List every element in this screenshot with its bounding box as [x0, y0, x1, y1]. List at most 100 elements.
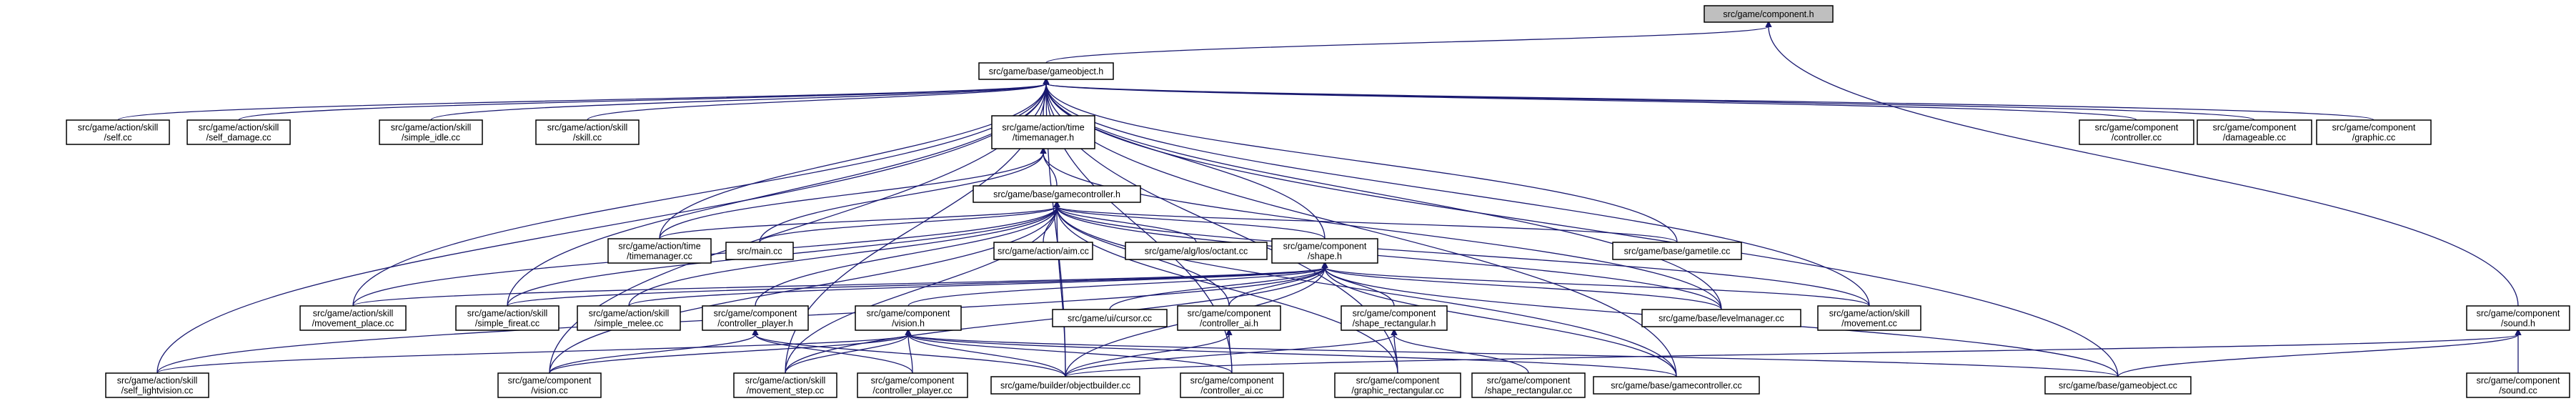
node-label: /simple_fireat.cc — [475, 319, 539, 329]
node-box — [2197, 119, 2312, 145]
edge-gameobject-h-to-gameobject-cc — [1043, 77, 2119, 377]
node-label: /vision.cc — [531, 386, 567, 396]
edge-gamecontroller-h-to-timemanager-cc — [659, 200, 1060, 239]
node-label: src/game/component — [714, 309, 797, 319]
edge-vision-h-to-vision-cc — [549, 328, 912, 374]
node-component-h[interactable]: src/game/component.h — [1704, 5, 1834, 23]
node-shape-rectangular-h[interactable]: src/game/component/shape_rectangular.h — [1341, 305, 1448, 331]
edge-shape-rectangular-h-to-shape-rectangular-cc — [1391, 328, 1529, 374]
node-damageable-cc[interactable]: src/game/component/damageable.cc — [2197, 119, 2312, 145]
node-graphic-rectangular-cc[interactable]: src/game/component/graphic_rectangular.c… — [1334, 372, 1461, 398]
node-label: /movement_step.cc — [747, 386, 824, 396]
node-gameobject-h[interactable]: src/game/base/gameobject.h — [978, 62, 1114, 80]
node-movement-step-cc[interactable]: src/game/action/skill/movement_step.cc — [733, 372, 837, 398]
edge-shape-h-to-shape-rectangular-h — [1321, 261, 1395, 307]
edge-gameobject-h-to-movement-place-cc — [352, 77, 1050, 307]
node-controller-cc[interactable]: src/game/component/controller.cc — [2079, 119, 2194, 145]
node-self-cc[interactable]: src/game/action/skill/self.cc — [66, 119, 170, 145]
node-controller-ai-h[interactable]: src/game/component/controller_ai.h — [1177, 305, 1281, 331]
node-vision-h[interactable]: src/game/component/vision.h — [855, 305, 962, 331]
edge-gamecontroller-h-to-main-cc — [759, 200, 1060, 243]
node-simple-idle-cc[interactable]: src/game/action/skill/simple_idle.cc — [379, 119, 483, 145]
node-label: /self_damage.cc — [206, 133, 271, 143]
node-box — [299, 305, 407, 331]
node-label: src/game/base/gamecontroller.h — [993, 189, 1120, 199]
node-controller-player-h[interactable]: src/game/component/controller_player.h — [702, 305, 809, 331]
node-self-lightvision-cc[interactable]: src/game/action/skill/self_lightvision.c… — [105, 372, 209, 398]
node-levelmanager-cc[interactable]: src/game/base/levelmanager.cc — [1641, 309, 1801, 327]
node-box — [725, 242, 794, 260]
node-label: src/game/base/levelmanager.cc — [1659, 314, 1784, 324]
node-box — [733, 372, 837, 398]
node-box — [1612, 242, 1742, 260]
node-box — [497, 372, 602, 398]
node-main-cc[interactable]: src/main.cc — [725, 242, 794, 260]
edge-gamecontroller-h-to-levelmanager-cc — [1053, 200, 1722, 310]
node-gametile-cc[interactable]: src/game/base/gametile.cc — [1612, 242, 1742, 260]
node-skill-cc[interactable]: src/game/action/skill/skill.cc — [535, 119, 640, 145]
node-label: src/game/alg/los/octant.cc — [1145, 247, 1248, 257]
node-box — [2316, 119, 2432, 145]
node-label: /sound.h — [2501, 319, 2535, 329]
edge-component-h-to-sound-h — [1765, 20, 2519, 307]
node-shape-rectangular-cc[interactable]: src/game/component/shape_rectangular.cc — [1471, 372, 1586, 398]
edge-controller-ai-h-to-objectbuilder-cc — [1065, 328, 1233, 377]
node-label: src/game/ui/cursor.cc — [1068, 314, 1152, 324]
node-sound-cc[interactable]: src/game/component/sound.cc — [2466, 372, 2570, 398]
node-label: src/game/action/skill — [467, 309, 548, 319]
node-controller-player-cc[interactable]: src/game/component/controller_player.cc — [857, 372, 968, 398]
node-gameobject-cc[interactable]: src/game/base/gameobject.cc — [2044, 376, 2192, 395]
edge-timemanager-h-to-levelmanager-cc — [1040, 147, 1722, 310]
edge-shape-h-to-movement-cc — [1321, 261, 1870, 307]
node-label: src/game/action/aim.cc — [998, 247, 1089, 257]
node-label: src/game/component — [2213, 123, 2297, 133]
node-timemanager-h[interactable]: src/game/action/time/timemanager.h — [991, 115, 1095, 149]
node-octant-cc[interactable]: src/game/alg/los/octant.cc — [1125, 242, 1268, 260]
node-box — [2079, 119, 2194, 145]
node-graphic-cc[interactable]: src/game/component/graphic.cc — [2316, 119, 2432, 145]
node-box — [535, 119, 640, 145]
node-self-damage-cc[interactable]: src/game/action/skill/self_damage.cc — [187, 119, 291, 145]
node-label: src/game/action/skill — [391, 123, 472, 133]
node-box — [1052, 309, 1168, 327]
node-box — [2466, 372, 2570, 398]
node-movement-cc[interactable]: src/game/action/skill/movement.cc — [1817, 305, 1921, 331]
edge-controller-ai-h-to-controller-ai-cc — [1225, 328, 1233, 374]
node-gamecontroller-h[interactable]: src/game/base/gamecontroller.h — [973, 185, 1141, 203]
edge-timemanager-h-to-main-cc — [759, 147, 1047, 243]
node-label: /controller_ai.cc — [1200, 386, 1263, 396]
node-simple-fireat-cc[interactable]: src/game/action/skill/simple_fireat.cc — [455, 305, 560, 331]
node-simple-melee-cc[interactable]: src/game/action/skill/simple_melee.cc — [577, 305, 681, 331]
node-label: src/game/builder/objectbuilder.cc — [1000, 381, 1130, 391]
node-label: src/game/action/skill — [117, 376, 198, 386]
node-objectbuilder-cc[interactable]: src/game/builder/objectbuilder.cc — [990, 376, 1140, 395]
edge-gameobject-h-to-skill-cc — [587, 77, 1050, 121]
edge-shape-h-to-movement-place-cc — [352, 261, 1328, 307]
node-label: src/game/action/skill — [589, 309, 670, 319]
node-label: /simple_melee.cc — [595, 319, 664, 329]
edge-gameobject-h-to-graphic-cc — [1043, 77, 2374, 121]
node-label: /self.cc — [104, 133, 132, 143]
node-label: src/game/action/skill — [78, 123, 159, 133]
node-label: src/game/component — [2095, 123, 2179, 133]
node-box — [1271, 238, 1378, 264]
node-cursor-cc[interactable]: src/game/ui/cursor.cc — [1052, 309, 1168, 327]
edge-gamecontroller-h-to-shape-h — [1053, 200, 1326, 239]
node-box — [990, 376, 1140, 395]
node-label: /graphic.cc — [2352, 133, 2395, 143]
node-sound-h[interactable]: src/game/component/sound.h — [2466, 305, 2570, 331]
node-label: /sound.cc — [2499, 386, 2537, 396]
node-box — [2044, 376, 2192, 395]
node-aim-cc[interactable]: src/game/action/aim.cc — [993, 242, 1093, 260]
node-box — [455, 305, 560, 331]
node-box — [1341, 305, 1448, 331]
node-timemanager-cc[interactable]: src/game/action/time/timemanager.cc — [607, 238, 712, 264]
edge-shape-h-to-cursor-cc — [1109, 261, 1328, 310]
node-controller-ai-cc[interactable]: src/game/component/controller_ai.cc — [1180, 372, 1284, 398]
node-movement-place-cc[interactable]: src/game/action/skill/movement_place.cc — [299, 305, 407, 331]
node-gamecontroller-cc[interactable]: src/game/base/gamecontroller.cc — [1593, 376, 1760, 395]
node-vision-cc[interactable]: src/game/component/vision.cc — [497, 372, 602, 398]
node-label: src/game/action/skill — [199, 123, 279, 133]
node-shape-h[interactable]: src/game/component/shape.h — [1271, 238, 1378, 264]
